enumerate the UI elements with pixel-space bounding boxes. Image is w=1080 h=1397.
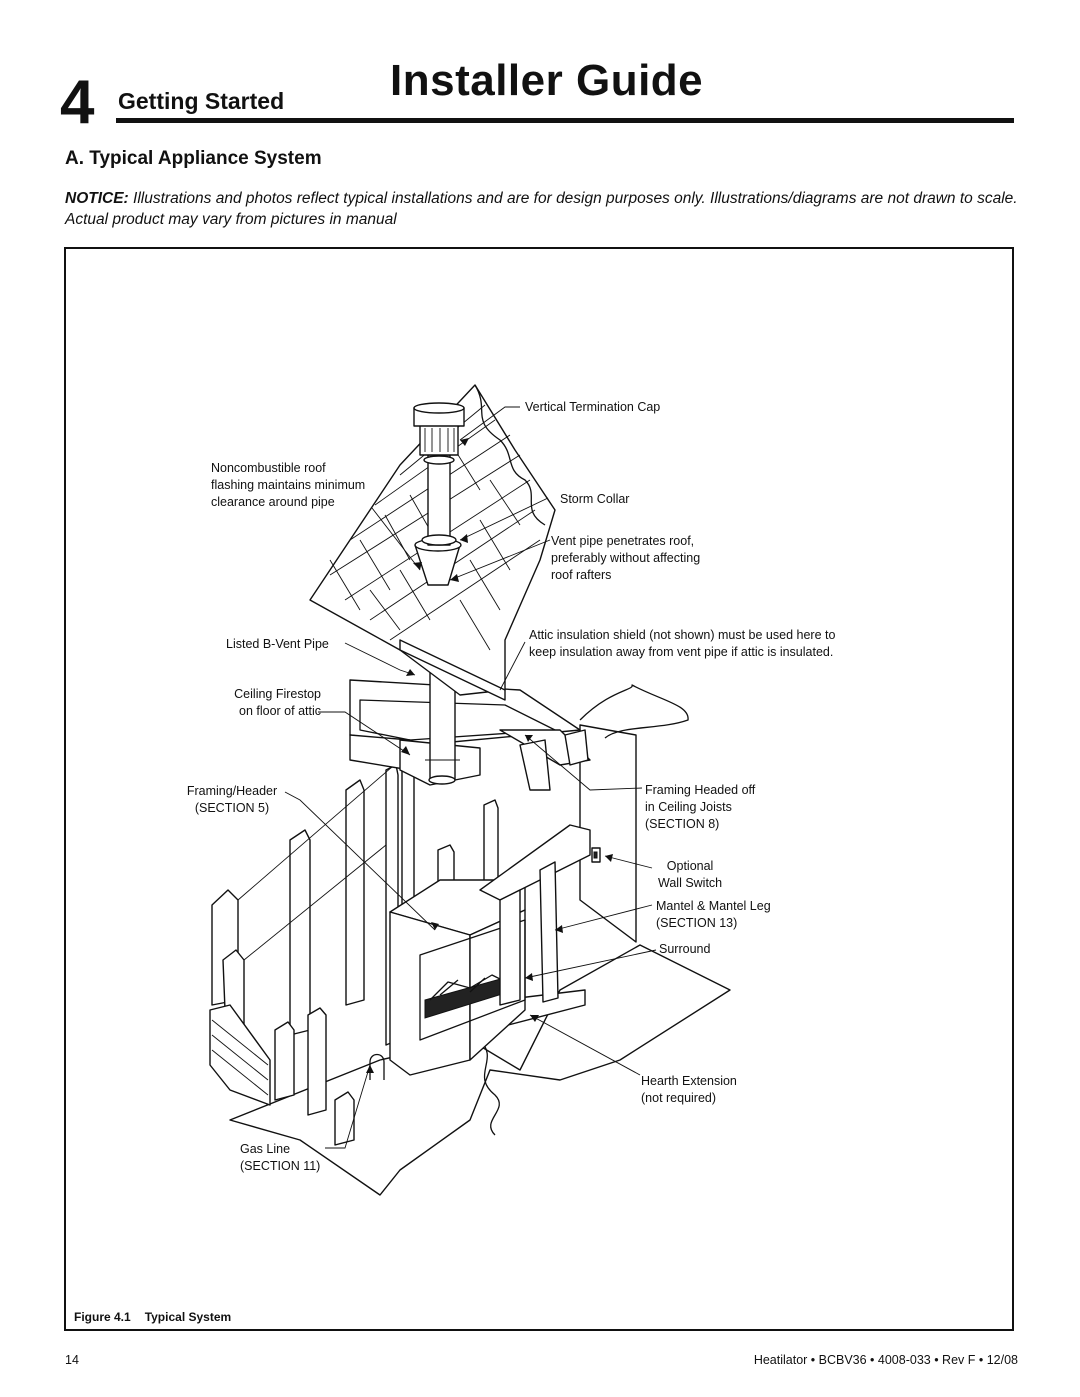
label-hearth-extension: Hearth Extension (not required) (641, 1074, 737, 1105)
header-rule (116, 118, 1014, 123)
figure-frame (64, 247, 1014, 1331)
vent-pipe-above-roof (414, 454, 462, 586)
page-number: 14 (65, 1353, 79, 1367)
section-heading: A. Typical Appliance System (65, 148, 322, 169)
label-gas-line: Gas Line (SECTION 11) (240, 1142, 321, 1173)
leader-arrowheads (366, 438, 613, 1073)
floor-wavy-edge (479, 1039, 500, 1136)
label-wall-switch: Optional Wall Switch (658, 859, 723, 890)
guide-title: Installer Guide (390, 56, 704, 105)
label-mantel: Mantel & Mantel Leg (SECTION 13) (656, 899, 771, 930)
label-attic-insulation-shield: Attic insulation shield (not shown) must… (529, 628, 836, 659)
wall-switch-toggle (593, 851, 598, 859)
notice-label: NOTICE: (65, 190, 129, 207)
gas-line-pipe (369, 1053, 385, 1080)
notice-text: Illustrations and photos reflect typical… (65, 190, 1018, 228)
chapter-number: 4 (60, 68, 95, 137)
mantel (479, 824, 591, 1006)
notice-paragraph: NOTICE: Illustrations and photos reflect… (65, 188, 1020, 230)
label-ceiling-firestop: Ceiling Firestop on floor of attic (234, 687, 321, 718)
vertical-termination-cap (413, 402, 465, 465)
label-b-vent-pipe: Listed B-Vent Pipe (226, 637, 329, 651)
leader-lines (284, 406, 657, 1149)
label-framing-headed-off: Framing Headed off in Ceiling Joists (SE… (645, 783, 756, 831)
label-framing-header: Framing/Header (SECTION 5) (186, 784, 278, 815)
figure-caption: Figure 4.1 Typical System (74, 1310, 231, 1324)
label-surround: Surround (659, 942, 711, 956)
right-wall-wavy-top (579, 684, 689, 739)
fireplace-installation-diagram (209, 384, 731, 1196)
label-vent-pipe: Vent pipe penetrates roof, preferably wi… (551, 534, 701, 582)
chapter-title: Getting Started (118, 88, 285, 114)
figure-caption-title: Typical System (144, 1310, 232, 1324)
footer-document-info: Heatilator • BCBV36 • 4008-033 • Rev F •… (753, 1353, 1018, 1367)
label-roof-flashing: Noncombustible roof flashing maintains m… (211, 461, 366, 509)
label-termination-cap: Vertical Termination Cap (525, 400, 661, 414)
label-storm-collar: Storm Collar (560, 492, 630, 506)
figure-caption-number: Figure 4.1 (74, 1310, 131, 1324)
